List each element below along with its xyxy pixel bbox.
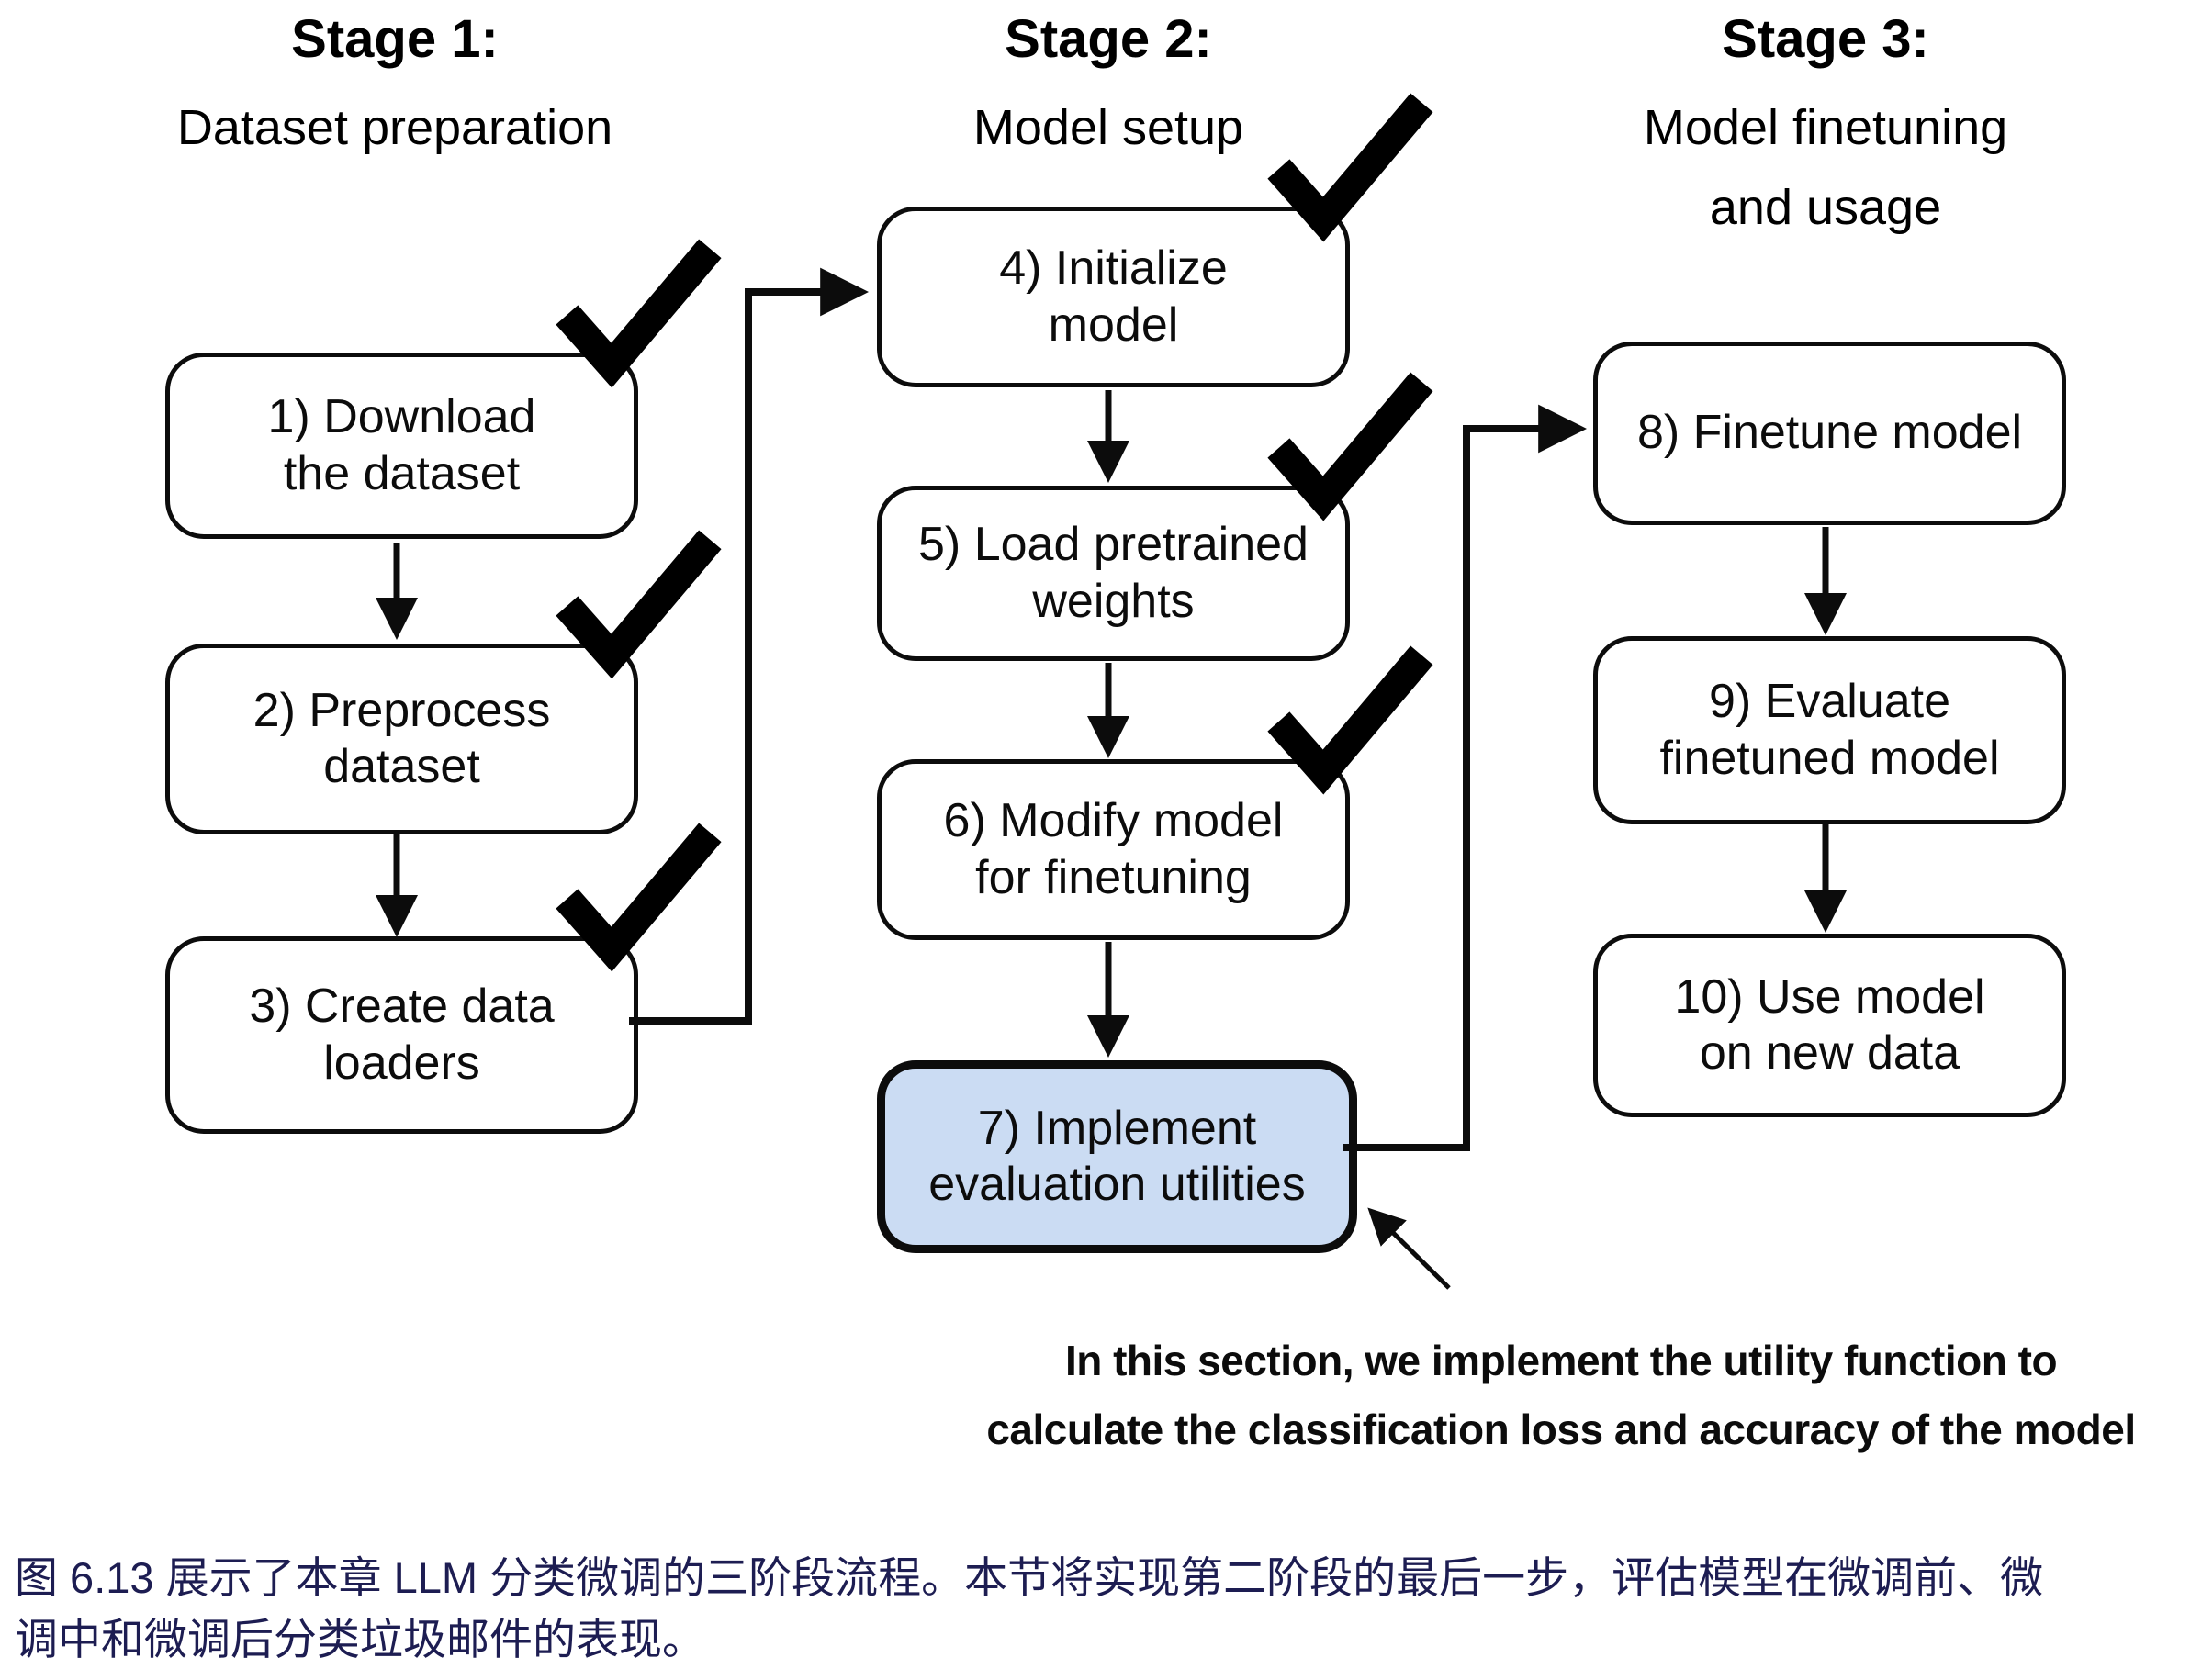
step-box-9-label-line1: 9) Evaluate: [1708, 675, 1951, 729]
checkmark-icon-step5: [1267, 372, 1433, 521]
stage3-subtitle-line1: Model finetuning: [1643, 100, 2008, 155]
step-box-1-download-dataset: 1) Download the dataset: [165, 353, 638, 539]
stage2-header: Stage 2: Model setup: [870, 13, 1347, 168]
checkmark-icon-step3: [556, 823, 722, 972]
figure-caption-line2: 调中和微调后分类垃圾邮件的表现。: [15, 1614, 705, 1663]
stage1-title: Stage 1:: [291, 9, 499, 69]
step-box-1-label-line1: 1) Download: [267, 390, 536, 444]
step-box-10-label-line2: on new data: [1699, 1026, 1960, 1080]
stage1-header: Stage 1: Dataset preparation: [156, 13, 634, 168]
step-box-5-label-line2: weights: [1032, 574, 1195, 628]
step-box-2-label-line1: 2) Preprocess: [253, 683, 551, 737]
step-box-6-modify-model: 6) Modify model for finetuning: [877, 759, 1350, 940]
step-box-4-label-line2: model: [1048, 297, 1179, 352]
step-box-8-label-line1: 8) Finetune model: [1636, 406, 2023, 460]
step-box-7-implement-evaluation-utilities: 7) Implement evaluation utilities: [877, 1060, 1357, 1253]
step-box-6-label-line2: for finetuning: [975, 850, 1252, 904]
step-box-7-label-line1: 7) Implement: [977, 1101, 1257, 1155]
checkmark-icon-step1: [556, 239, 722, 388]
stage3-header: Stage 3: Model finetuning and usage: [1587, 13, 2064, 249]
step-box-10-use-model-new-data: 10) Use model on new data: [1593, 934, 2066, 1117]
step-box-6-label-line1: 6) Modify model: [943, 794, 1284, 848]
step-box-3-label-line1: 3) Create data: [249, 980, 555, 1034]
step-box-5-load-pretrained-weights: 5) Load pretrained weights: [877, 486, 1350, 661]
stage2-title: Stage 2:: [1005, 9, 1212, 69]
step-box-10-label-line1: 10) Use model: [1674, 969, 1985, 1024]
annotation-text: In this section, we implement the utilit…: [937, 1327, 2185, 1464]
step-box-7-label-line2: evaluation utilities: [928, 1158, 1306, 1211]
stage2-subtitle: Model setup: [972, 100, 1244, 155]
figure-caption-line1: 图 6.13 展示了本章 LLM 分类微调的三阶段流程。本节将实现第二阶段的最后…: [15, 1553, 2044, 1602]
stage3-subtitle-line2: and usage: [1709, 180, 1942, 236]
step-box-3-label-line2: loaders: [323, 1036, 480, 1090]
step-box-4-initialize-model: 4) Initialize model: [877, 207, 1350, 387]
step-box-4-label-line1: 4) Initialize: [999, 241, 1228, 296]
figure-caption: 图 6.13 展示了本章 LLM 分类微调的三阶段流程。本节将实现第二阶段的最后…: [15, 1548, 2191, 1670]
annotation-line1: In this section, we implement the utilit…: [1064, 1337, 2058, 1384]
step-box-5-label-line1: 5) Load pretrained: [918, 518, 1309, 572]
step-box-3-create-data-loaders: 3) Create data loaders: [165, 936, 638, 1134]
stage3-title: Stage 3:: [1722, 9, 1929, 69]
step-box-9-label-line2: finetuned model: [1659, 731, 2000, 785]
checkmark-icon-step6: [1267, 645, 1433, 795]
connector-step7-to-step8: [1343, 404, 1588, 1151]
step-box-2-label-line2: dataset: [323, 740, 480, 793]
annotation-arrow: [1367, 1207, 1451, 1290]
stage1-subtitle: Dataset preparation: [176, 100, 613, 155]
connector-step3-to-step4: [629, 267, 870, 1025]
checkmark-icon-step2: [556, 530, 722, 679]
step-box-8-finetune-model: 8) Finetune model: [1593, 342, 2066, 525]
checkmark-icon-step4: [1267, 93, 1433, 242]
step-box-9-evaluate-finetuned-model: 9) Evaluate finetuned model: [1593, 636, 2066, 824]
step-box-1-label-line2: the dataset: [283, 446, 521, 500]
annotation-line2: calculate the classification loss and ac…: [986, 1405, 2136, 1453]
step-box-2-preprocess-dataset: 2) Preprocess dataset: [165, 644, 638, 834]
